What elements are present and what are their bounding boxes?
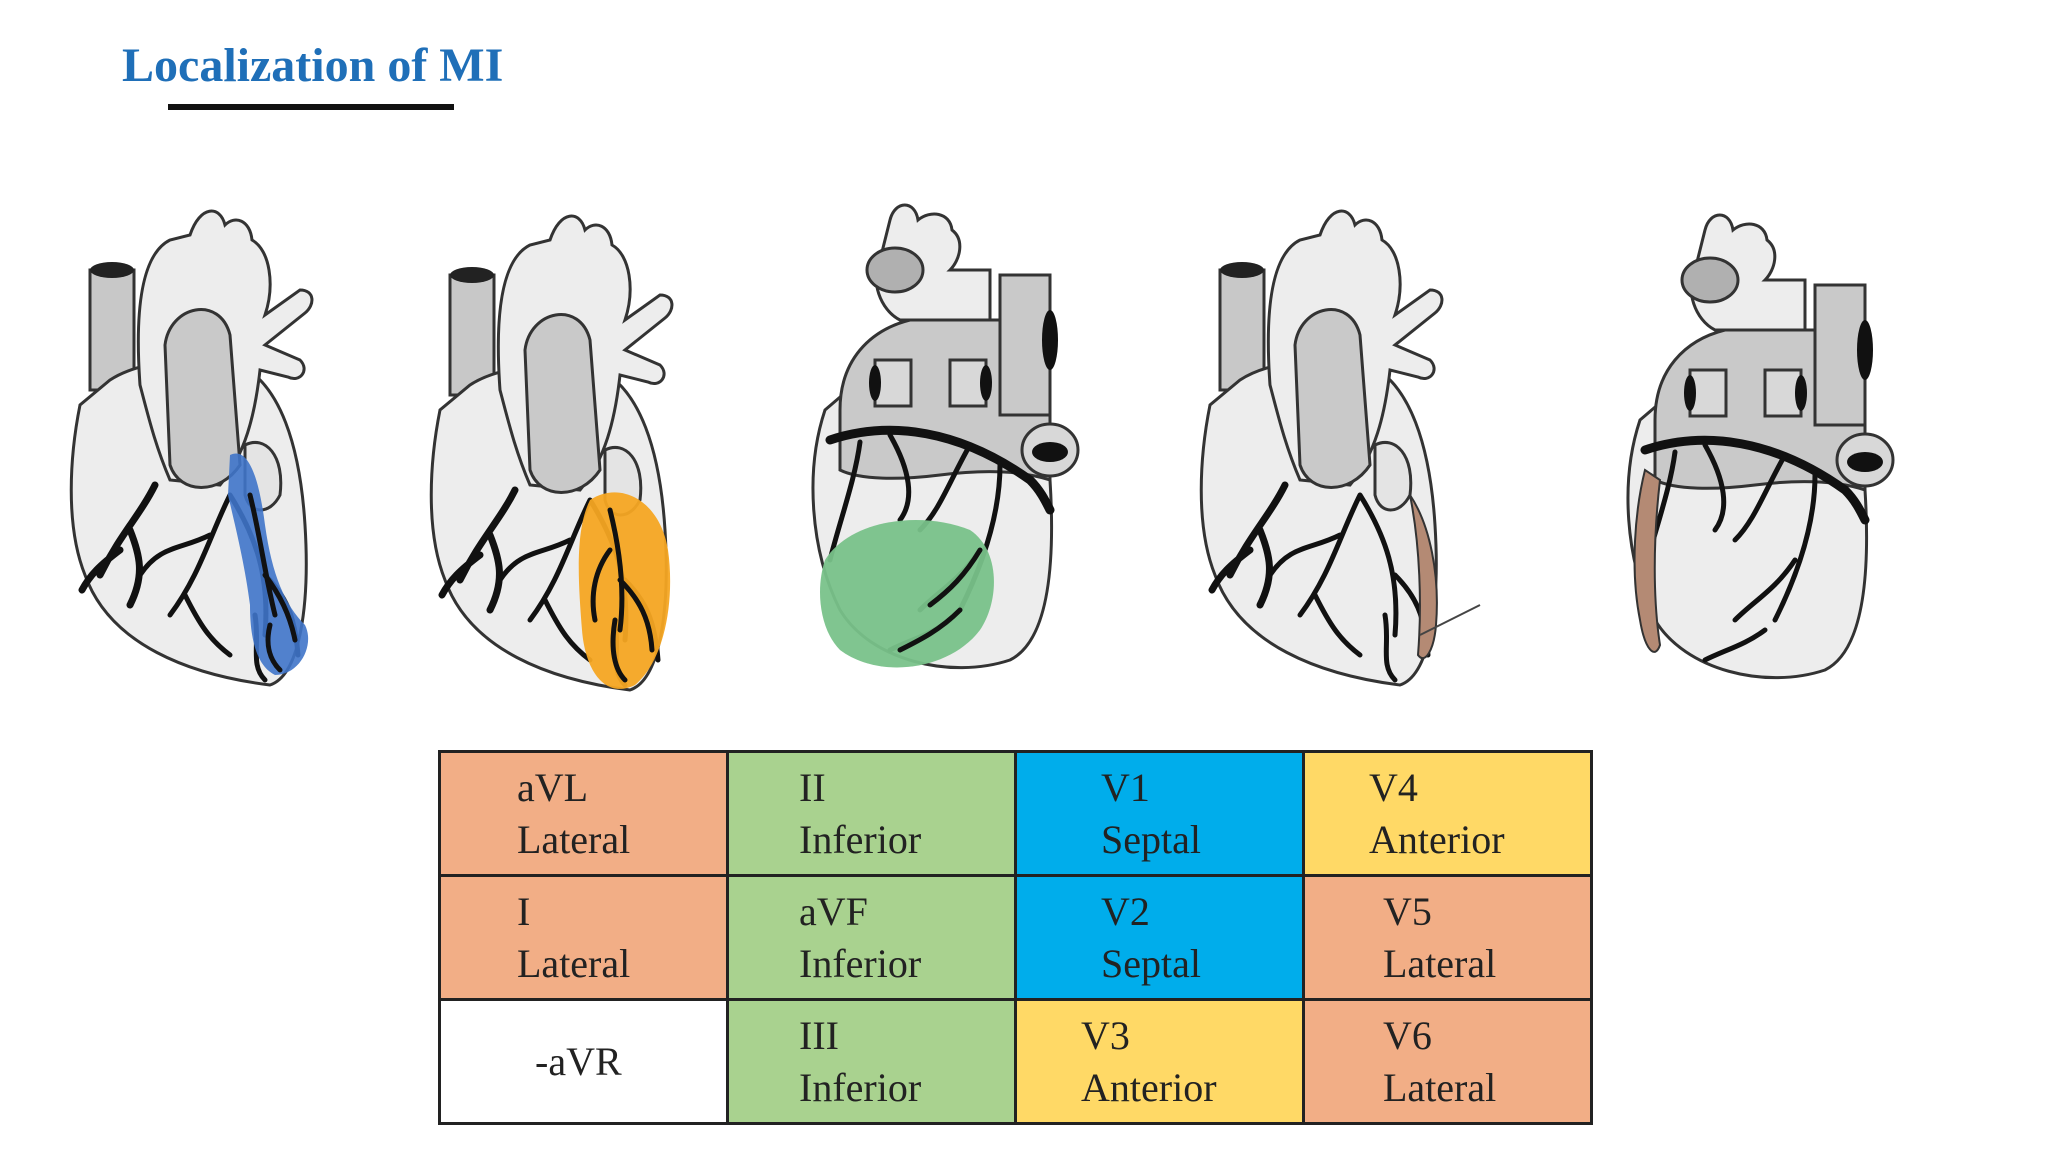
region-label: Inferior [799,816,922,862]
lead-label: V4 [1369,764,1418,810]
lead-label: II [799,764,826,810]
lead-label: V2 [1101,888,1150,934]
lead-label: aVF [799,888,868,934]
region-label: Septal [1101,816,1201,862]
heart-diagrams [0,0,2048,740]
lead-cell: -aVR [438,998,729,1125]
lead-label: III [799,1012,839,1058]
region-label: Septal [1101,940,1201,986]
region-label: Lateral [517,816,631,862]
region-label: Lateral [517,940,631,986]
heart-high-lateral-region [1628,215,1893,678]
page-title: Localization of MI [122,39,504,92]
region-label: Anterior [1081,1064,1217,1110]
lead-label: V6 [1383,1012,1432,1058]
lead-cell: III Inferior [726,998,1017,1125]
region-label: Inferior [799,940,922,986]
lead-cell: I Lateral [438,874,729,1001]
heart-anterior-region [431,216,672,690]
region-label: Lateral [1383,1064,1497,1110]
lead-cell: aVF Inferior [726,874,1017,1001]
lead-label: V1 [1101,764,1150,810]
heart-lateral-region [1201,211,1481,685]
lead-label: V3 [1081,1012,1130,1058]
region-label: Lateral [1383,940,1497,986]
lead-label: -aVR [535,1038,622,1084]
lead-label: aVL [517,764,589,810]
lead-cell: aVL Lateral [438,750,729,877]
heart-inferior-region [813,205,1078,668]
region-label: Anterior [1369,816,1505,862]
heart-septal-region [71,211,312,685]
region-label: Inferior [799,1064,922,1110]
lead-label: I [517,888,531,934]
lead-cell: II Inferior [726,750,1017,877]
lead-label: V5 [1383,888,1432,934]
title-underline [168,104,454,110]
